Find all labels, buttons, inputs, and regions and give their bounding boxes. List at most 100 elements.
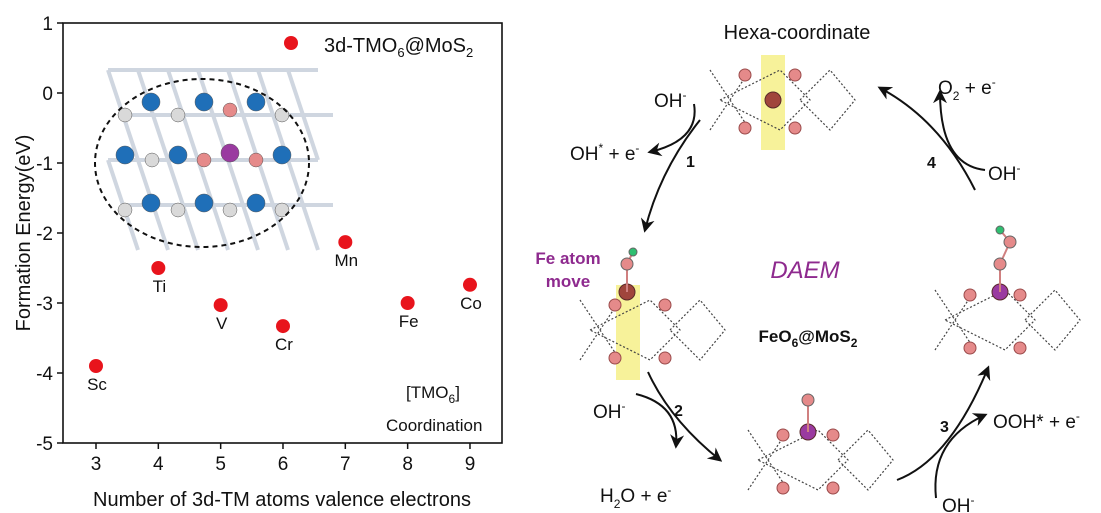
highlight-dashed-ellipse [94, 78, 310, 248]
mos2-framework [747, 429, 894, 491]
lattice-bond [166, 69, 185, 116]
oxygen-atom [963, 288, 977, 302]
mos2-lattice-inset [94, 68, 333, 251]
y-tick-label: -5 [36, 434, 53, 455]
fe-atom-move-label-line2: move [546, 272, 590, 291]
step-1-product: OH* + e- [570, 141, 639, 165]
lattice-bond [256, 159, 275, 206]
y-axis-ticks: 10-1-2-3-4-5 [36, 14, 63, 455]
lattice-atom [141, 193, 161, 213]
step-4-reactant: OH- [988, 161, 1021, 185]
step-4-product: O2 + e- [938, 75, 996, 103]
oxygen-atom [788, 121, 802, 135]
oxygen-atom [1013, 288, 1027, 302]
oh-adsorbed-structure [579, 247, 726, 380]
lattice-bond [241, 204, 260, 251]
hexa-coordinate-label: Hexa-coordinate [724, 22, 871, 44]
lattice-bond [301, 114, 320, 161]
oxygen-atom [658, 298, 672, 312]
lattice-atom [117, 202, 133, 218]
oxygen-atom [963, 341, 977, 355]
oxygen-atom [608, 351, 622, 365]
data-point-ti [151, 261, 166, 275]
lattice-atom [117, 107, 133, 123]
oxygen-atom [738, 121, 752, 135]
step-2-number: 2 [674, 403, 683, 420]
step-1-reactant: OH- [654, 88, 687, 112]
data-point-cr [275, 319, 290, 334]
lattice-atom [246, 92, 266, 112]
x-tick-label: 8 [402, 454, 413, 475]
tmo6-annotation: [TMO6] [406, 383, 460, 406]
hexa-coordinate-structure [709, 55, 856, 150]
x-tick-label: 4 [153, 454, 164, 475]
lattice-bond [211, 204, 230, 251]
data-label-mn: Mn [335, 251, 359, 270]
cycle-arrows [635, 86, 991, 499]
y-tick-label: 0 [42, 84, 53, 105]
oxygen-atom [776, 428, 790, 442]
lattice-atom [272, 145, 292, 165]
daem-label: DAEM [770, 257, 839, 284]
lattice-bond [181, 204, 200, 251]
data-label-fe: Fe [399, 312, 419, 331]
lattice-bond [151, 204, 170, 251]
oxygen-atom [776, 481, 790, 495]
hydrogen-atom [995, 225, 1005, 235]
lattice-bond [226, 69, 245, 116]
lattice-atom [222, 102, 238, 118]
x-tick-label: 5 [215, 454, 226, 475]
lattice-atom [274, 107, 290, 123]
step-2-reactant: OH- [593, 399, 626, 423]
data-label-sc: Sc [87, 375, 107, 394]
step-4-number: 4 [927, 155, 936, 172]
lattice-atom [141, 92, 161, 112]
arrow-step-1 [640, 119, 701, 233]
coordination-annotation: Coordination [386, 416, 482, 435]
lattice-bond [106, 159, 125, 206]
data-point-mn [338, 235, 353, 250]
metal-atom [764, 91, 782, 109]
lattice-bond [286, 159, 305, 206]
y-tick-label: -3 [36, 294, 53, 315]
legend-label: 3d-TMO6@MoS2 [324, 35, 473, 60]
data-label-v: V [216, 314, 228, 333]
lattice-bond [241, 114, 260, 161]
step-3-product: OOH* + e- [993, 409, 1080, 433]
lattice-bond [166, 159, 185, 206]
step-1-number: 1 [686, 154, 695, 171]
lattice-atom [246, 193, 266, 213]
step-2-product: H2O + e- [600, 483, 671, 511]
y-tick-label: -1 [36, 154, 53, 175]
lattice-atom [222, 202, 238, 218]
arrow-step-3 [896, 365, 991, 481]
legend: 3d-TMO6@MoS2 [284, 35, 473, 60]
oxygen-atom [738, 68, 752, 82]
oer-cycle-diagram: Hexa-coordinate DAEM FeO6@MoS2 Fe atom m… [535, 22, 1081, 513]
data-label-co: Co [460, 294, 482, 313]
arrow-step-4-side [933, 89, 986, 171]
lattice-bond [301, 204, 320, 251]
lattice-bond [286, 69, 305, 116]
mos2-framework [934, 289, 1081, 351]
arrow-step-2-side [635, 393, 685, 449]
data-point-co [462, 277, 477, 292]
arrow-step-2 [647, 371, 723, 462]
lattice-atom [170, 202, 186, 218]
lattice-bond [121, 114, 140, 161]
y-tick-label: 1 [42, 14, 53, 35]
step-3-number: 3 [940, 419, 949, 436]
feo6-mos2-label: FeO6@MoS2 [759, 327, 858, 350]
arrow-step-4 [877, 86, 976, 191]
oxygen-atom [826, 428, 840, 442]
lattice-atom [220, 143, 240, 163]
oxygen-atom [826, 481, 840, 495]
arrow-step-3-side [934, 413, 988, 499]
lattice-atom [144, 152, 160, 168]
lattice-bond [256, 69, 275, 116]
x-tick-label: 9 [465, 454, 476, 475]
lattice-atom [274, 202, 290, 218]
